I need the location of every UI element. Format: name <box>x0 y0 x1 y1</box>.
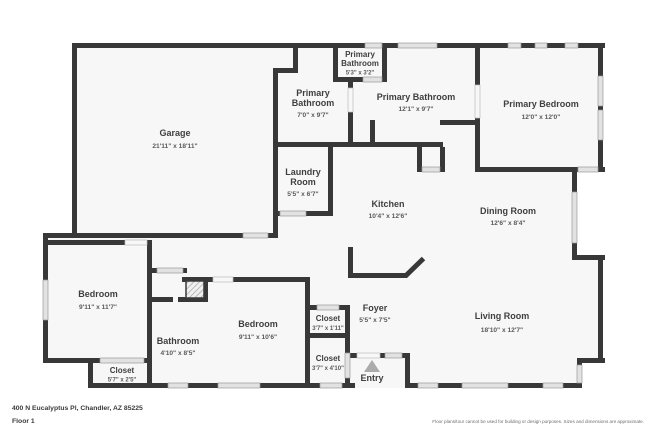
room-label-primary-bathroom-left-2: Bathroom <box>292 98 335 108</box>
room-label-entry: Entry <box>360 373 383 383</box>
room-dims-primary-bathroom-mid: 12'1" x 9'7" <box>398 106 433 113</box>
room-label-kitchen: Kitchen <box>371 199 404 209</box>
room-dims-foyer: 5'5" x 7'5" <box>359 317 390 324</box>
room-label-dining: Dining Room <box>480 206 536 216</box>
room-dims-primary-bathroom-small: 5'3" x 3'2" <box>346 71 375 77</box>
room-label-laundry-2: Room <box>290 177 316 187</box>
room-dims-kitchen: 10'4" x 12'6" <box>369 213 408 220</box>
floor-label: Floor 1 <box>12 418 35 425</box>
room-label-bedroom-mid: Bedroom <box>238 319 278 329</box>
room-dims-bedroom-left: 9'11" x 11'7" <box>79 304 117 311</box>
property-address: 400 N Eucalyptus Pl, Chandler, AZ 85225 <box>12 405 143 412</box>
room-label-bathroom: Bathroom <box>157 336 200 346</box>
room-label-primary-bathroom-small-2: Bathroom <box>341 59 379 68</box>
room-label-bedroom-left: Bedroom <box>78 289 118 299</box>
room-label-primary-bedroom: Primary Bedroom <box>503 99 579 109</box>
room-label-garage: Garage <box>159 128 190 138</box>
room-dims-closet-lower: 3'7" x 4'10" <box>312 366 344 372</box>
room-dims-garage: 21'11" x 18'11" <box>152 143 197 150</box>
room-label-laundry: Laundry <box>285 167 321 177</box>
room-dims-bathroom: 4'10" x 8'5" <box>160 350 195 357</box>
room-label-foyer: Foyer <box>363 303 388 313</box>
room-dims-primary-bathroom-left: 7'0" x 9'7" <box>297 112 328 119</box>
room-dims-laundry: 5'5" x 6'7" <box>287 191 318 198</box>
disclaimer-text: Floor plans/tour cannot be used for buil… <box>432 419 644 424</box>
entry-direction-icon <box>364 360 380 372</box>
kitchen-counter <box>348 247 426 278</box>
room-label-closet-upper: Closet <box>316 314 341 323</box>
room-dims-closet-left: 5'7" x 2'5" <box>108 378 137 384</box>
shower-hatch <box>185 280 205 299</box>
room-dims-living: 18'10" x 12'7" <box>481 327 523 334</box>
room-label-closet-lower: Closet <box>316 354 341 363</box>
footer: 400 N Eucalyptus Pl, Chandler, AZ 85225 … <box>12 405 644 425</box>
door-openings <box>124 84 481 359</box>
room-label-living: Living Room <box>475 311 530 321</box>
room-dims-primary-bedroom: 12'0" x 12'0" <box>522 114 561 121</box>
room-label-closet-left: Closet <box>110 366 135 375</box>
room-label-primary-bathroom-mid: Primary Bathroom <box>377 92 456 102</box>
room-dims-bedroom-mid: 9'11" x 10'6" <box>239 334 277 341</box>
room-dims-dining: 12'6" x 8'4" <box>490 220 525 227</box>
room-label-primary-bathroom-small: Primary <box>345 50 375 59</box>
room-dims-closet-upper: 3'7" x 1'11" <box>312 326 344 332</box>
room-label-primary-bathroom-left: Primary <box>296 88 330 98</box>
windows <box>42 42 604 389</box>
